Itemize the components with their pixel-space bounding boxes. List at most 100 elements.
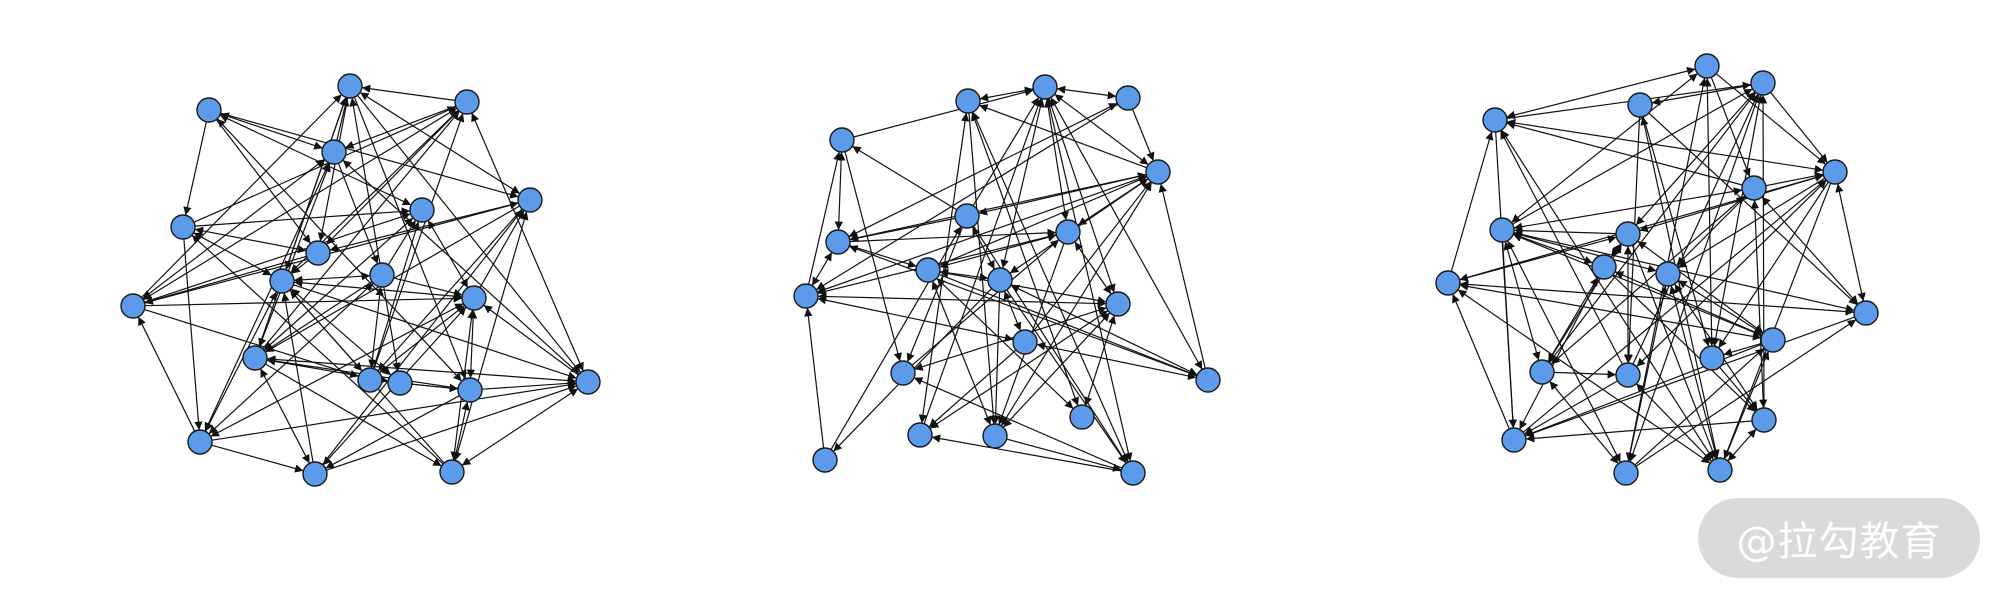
- graph-edge: [1723, 350, 1770, 460]
- graph-edge: [1450, 131, 1494, 272]
- graph-edge: [1003, 290, 1022, 332]
- graph-edge: [1006, 438, 1122, 472]
- graph-edge: [454, 401, 470, 461]
- edges-group: [137, 84, 584, 473]
- graph-edge: [1502, 241, 1518, 429]
- graph-node: [1529, 359, 1555, 385]
- nodes-group: [793, 74, 1221, 486]
- graph-edge: [144, 202, 519, 305]
- graph-node: [954, 203, 980, 229]
- graph-edge: [1770, 91, 1828, 164]
- graph-edge: [1669, 285, 1719, 459]
- graph-node: [1120, 460, 1146, 486]
- graph-node: [1627, 92, 1653, 118]
- graph-edge: [1715, 73, 1827, 165]
- graph-edge: [1635, 319, 1857, 467]
- graph-edge: [259, 368, 311, 464]
- graph-edge: [1056, 85, 1117, 100]
- graph-edge: [393, 277, 463, 298]
- graph-edge: [1651, 84, 1752, 106]
- graph-edge: [377, 208, 523, 372]
- graph-node: [454, 89, 480, 115]
- graph-edge: [194, 226, 307, 254]
- graph-edge: [918, 112, 970, 424]
- graph-node: [1655, 261, 1681, 287]
- graph-edge: [1499, 130, 1624, 365]
- graph-node: [1105, 291, 1131, 317]
- graph-edge: [853, 88, 1034, 138]
- graph-node: [1069, 404, 1095, 430]
- graph-edge: [1006, 289, 1127, 464]
- graph-edge: [1635, 383, 1713, 462]
- graph-node: [120, 293, 146, 319]
- graph-edge: [968, 112, 998, 425]
- graph-node: [1482, 107, 1508, 133]
- graph-node: [1853, 300, 1879, 326]
- graph-edge: [325, 395, 460, 469]
- graph-2: [793, 74, 1221, 486]
- graph-node: [337, 73, 363, 99]
- graph-edge: [291, 259, 309, 275]
- graph-node: [1613, 460, 1639, 486]
- edges-group: [1450, 66, 1866, 467]
- graph-edge: [804, 307, 825, 449]
- graph-node: [890, 360, 916, 386]
- graph-node: [1615, 362, 1641, 388]
- graph-node: [1741, 175, 1767, 201]
- graph-node: [793, 283, 819, 309]
- graph-edge: [265, 363, 442, 467]
- graph-edge: [1031, 181, 1152, 333]
- graph-node: [1750, 70, 1776, 96]
- nodes-group: [120, 73, 601, 487]
- graph-node: [1501, 427, 1527, 453]
- graph-edge: [913, 377, 1123, 469]
- graph-node: [907, 422, 933, 448]
- graph-edge: [1835, 183, 1866, 302]
- graph-edge: [461, 388, 579, 466]
- graph-edge: [1511, 73, 1698, 223]
- graph-edge: [326, 384, 577, 471]
- graph-node: [1822, 159, 1848, 185]
- graph-node: [575, 369, 601, 395]
- nodes-group: [1435, 53, 1879, 486]
- graph-node: [987, 267, 1013, 293]
- graph-node: [387, 370, 413, 396]
- graph-edge: [979, 86, 1034, 102]
- graph-edge: [293, 272, 371, 284]
- graph-node: [1751, 407, 1777, 433]
- graph-edge: [936, 277, 1074, 410]
- graph-node: [302, 461, 328, 487]
- graph-edge: [1506, 118, 1824, 174]
- graph-node: [369, 262, 395, 288]
- graph-node: [1435, 270, 1461, 296]
- graph-node: [187, 429, 213, 455]
- graph-node: [1615, 221, 1641, 247]
- graph-edge: [1452, 293, 1510, 430]
- graph-node: [1760, 327, 1786, 353]
- graph-node: [1699, 345, 1725, 371]
- graph-edge: [923, 98, 1043, 424]
- graph-edge: [1459, 282, 1762, 341]
- graph-edge: [1723, 182, 1832, 460]
- graph-node: [409, 197, 435, 223]
- graph-node: [915, 257, 941, 283]
- graph-edge: [183, 238, 203, 431]
- graph-edge: [317, 97, 349, 242]
- graph-node: [1055, 219, 1081, 245]
- graph-edge: [1506, 66, 1696, 120]
- graph-edge: [191, 234, 444, 465]
- graph-node: [1591, 254, 1617, 280]
- graph-edge: [815, 103, 1119, 291]
- graph-edge: [193, 232, 272, 276]
- graph-node: [269, 268, 295, 294]
- graph-node: [1012, 329, 1038, 355]
- graph-node: [321, 139, 347, 165]
- graph-edge: [183, 121, 207, 216]
- graph-node: [461, 285, 487, 311]
- graph-node: [1195, 367, 1221, 393]
- graph-edge: [1044, 98, 1069, 221]
- graph-edge: [1457, 289, 1711, 464]
- graph-edge: [1513, 226, 1617, 235]
- graph-edge: [834, 151, 846, 231]
- graph-1: [120, 73, 601, 487]
